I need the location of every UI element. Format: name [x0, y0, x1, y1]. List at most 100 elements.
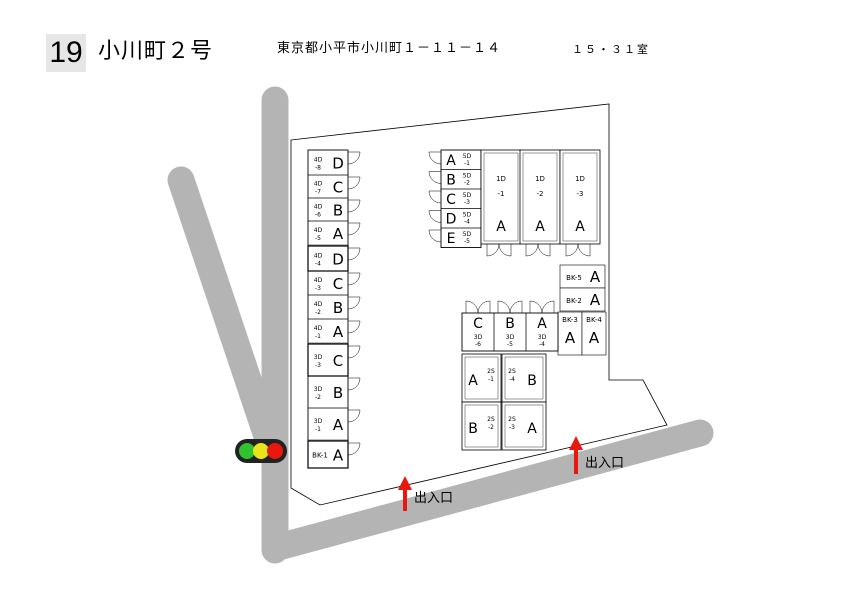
- space-letter: D: [332, 251, 344, 269]
- door-icon: [497, 300, 511, 314]
- address: 東京都小平市小川町１－１１－１４: [277, 41, 502, 56]
- arrow-up-icon: [398, 476, 412, 511]
- space-code: -3: [464, 199, 470, 206]
- space-letter: A: [535, 219, 545, 235]
- space-letter: C: [333, 275, 343, 293]
- space-code: -4: [539, 341, 545, 348]
- space-code: -3: [315, 362, 321, 369]
- door-icon: [347, 176, 361, 190]
- door-icon: [428, 171, 442, 184]
- space-code: 5D: [463, 231, 472, 238]
- space-code: 1D: [496, 175, 506, 183]
- space-letter: A: [333, 447, 344, 465]
- space-code: -7: [315, 189, 321, 196]
- door-icon: [347, 320, 361, 334]
- door-icon: [525, 243, 539, 257]
- space-code: 3D: [314, 386, 323, 393]
- space-code: -4: [315, 261, 321, 268]
- space-code: 2S: [487, 416, 495, 423]
- entrance-left: 出入口: [398, 476, 453, 511]
- space-code: 4D: [314, 227, 323, 234]
- door-icon: [347, 151, 361, 165]
- space-letter: A: [537, 316, 547, 332]
- space-code: -1: [315, 426, 321, 433]
- garage-unit: 1D-3A: [559, 149, 601, 257]
- parking-space: 4D-5 A: [307, 220, 361, 246]
- door-icon: [347, 247, 361, 261]
- space-code: -8: [315, 165, 321, 172]
- space-letter: A: [468, 373, 478, 389]
- garage-unit: 1D-1A: [480, 149, 522, 257]
- space-letter: A: [446, 153, 456, 169]
- entrance-label: 出入口: [414, 491, 453, 506]
- door-icon: [577, 243, 591, 257]
- space-letter: D: [446, 212, 457, 228]
- door-icon: [347, 199, 361, 213]
- space-letter: A: [333, 225, 344, 243]
- door-icon: [347, 272, 361, 286]
- space-letter: E: [447, 231, 456, 247]
- space-code: -1: [464, 160, 470, 167]
- space-code: BK-5: [566, 274, 582, 282]
- space-letter: C: [333, 179, 343, 197]
- space-code: -1: [315, 333, 321, 340]
- space-code: -5: [507, 341, 513, 348]
- door-icon: [428, 210, 442, 223]
- space-code: -2: [537, 190, 544, 198]
- door-icon: [537, 243, 551, 257]
- space-code: 3D: [474, 334, 483, 341]
- traffic-light-icon: [235, 439, 287, 463]
- garage-unit: A2S-3: [501, 401, 547, 451]
- space-code: BK-2: [566, 297, 582, 305]
- space-letter: A: [589, 329, 600, 347]
- door-icon: [498, 243, 512, 257]
- space-letter: C: [333, 352, 343, 370]
- door-icon: [465, 300, 479, 314]
- door-icon: [529, 300, 543, 314]
- door-icon: [347, 345, 361, 359]
- door-icon: [486, 243, 500, 257]
- space-code: 4D: [314, 204, 323, 211]
- space-letter: A: [496, 219, 506, 235]
- space-letter: B: [468, 421, 478, 437]
- space-letter: A: [333, 323, 344, 341]
- space-code: -2: [315, 394, 321, 401]
- space-letter: B: [333, 202, 343, 220]
- space-letter: A: [565, 329, 576, 347]
- space-code: 5D: [463, 153, 472, 160]
- bike-space: BK-3A: [557, 311, 583, 356]
- space-code: 4D: [314, 157, 323, 164]
- space-code: 3D: [314, 354, 323, 361]
- space-code: 2S: [487, 368, 495, 375]
- space-code: 4D: [314, 277, 323, 284]
- space-code: -2: [488, 424, 494, 431]
- door-icon: [509, 300, 523, 314]
- parking-space: A3D-4: [525, 300, 559, 352]
- arrow-up-icon: [569, 436, 583, 474]
- space-code: 5D: [463, 173, 472, 180]
- space-letter: C: [446, 192, 456, 208]
- door-icon: [477, 300, 491, 314]
- space-letter: C: [473, 316, 483, 332]
- space-code: -3: [577, 190, 584, 198]
- door-icon: [347, 409, 361, 423]
- space-code: -4: [509, 376, 515, 383]
- space-code: 2S: [508, 368, 516, 375]
- space-letter: B: [333, 299, 343, 317]
- space-code: 2S: [508, 416, 516, 423]
- space-code: 1D: [535, 175, 545, 183]
- space-letter: D: [332, 155, 344, 173]
- road-bottom: [261, 419, 714, 562]
- map-number: 19: [46, 34, 86, 72]
- door-icon: [347, 442, 361, 456]
- space-code: -5: [315, 235, 321, 242]
